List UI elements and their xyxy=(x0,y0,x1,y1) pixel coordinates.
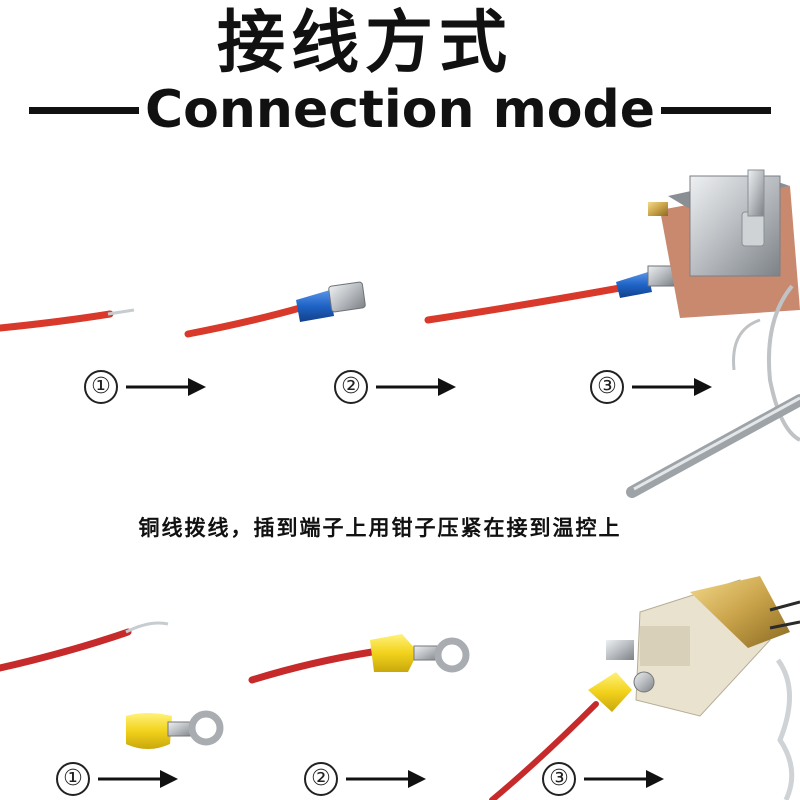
bottom-step1-wire xyxy=(0,621,169,672)
step-number-circle: ③ xyxy=(542,762,576,796)
right-arrow-icon xyxy=(584,770,664,788)
ceramic-thermostat xyxy=(606,576,800,800)
wiring-instructions-caption: 铜线拨线，插到端子上用钳子压紧在接到温控上 xyxy=(138,516,622,540)
title-english: Connection mode xyxy=(145,80,655,140)
top-step3-wire xyxy=(424,265,675,324)
title-english-row: Connection mode xyxy=(0,80,800,140)
step-number-circle: ③ xyxy=(590,370,624,404)
yellow-ring-terminal xyxy=(370,634,470,673)
yellow-ring-terminal-loose xyxy=(126,710,224,749)
top-step1-wire xyxy=(0,308,135,332)
bottom-step-1: ① xyxy=(56,762,178,796)
right-arrow-icon xyxy=(346,770,426,788)
bottom-step2-wire xyxy=(248,648,376,684)
blue-spade-terminal xyxy=(296,281,366,322)
title-dash-left xyxy=(29,106,140,114)
right-arrow-icon xyxy=(126,378,206,396)
step-number-circle: ① xyxy=(84,370,118,404)
top-step-2: ② xyxy=(334,370,456,404)
top-step2-wire xyxy=(184,304,304,338)
right-arrow-icon xyxy=(376,378,456,396)
step-number-circle: ① xyxy=(56,762,90,796)
right-arrow-icon xyxy=(632,378,712,396)
right-arrow-icon xyxy=(98,770,178,788)
bottom-step3-wire xyxy=(489,672,632,800)
capillary-thermostat xyxy=(626,169,800,498)
bottom-step-2: ② xyxy=(304,762,426,796)
top-step-3: ③ xyxy=(590,370,712,404)
title-dash-right xyxy=(660,106,771,114)
top-step-1: ① xyxy=(84,370,206,404)
title-chinese: 接线方式 xyxy=(216,4,513,83)
step-number-circle: ② xyxy=(304,762,338,796)
step-number-circle: ② xyxy=(334,370,368,404)
bottom-step-3: ③ xyxy=(542,762,664,796)
